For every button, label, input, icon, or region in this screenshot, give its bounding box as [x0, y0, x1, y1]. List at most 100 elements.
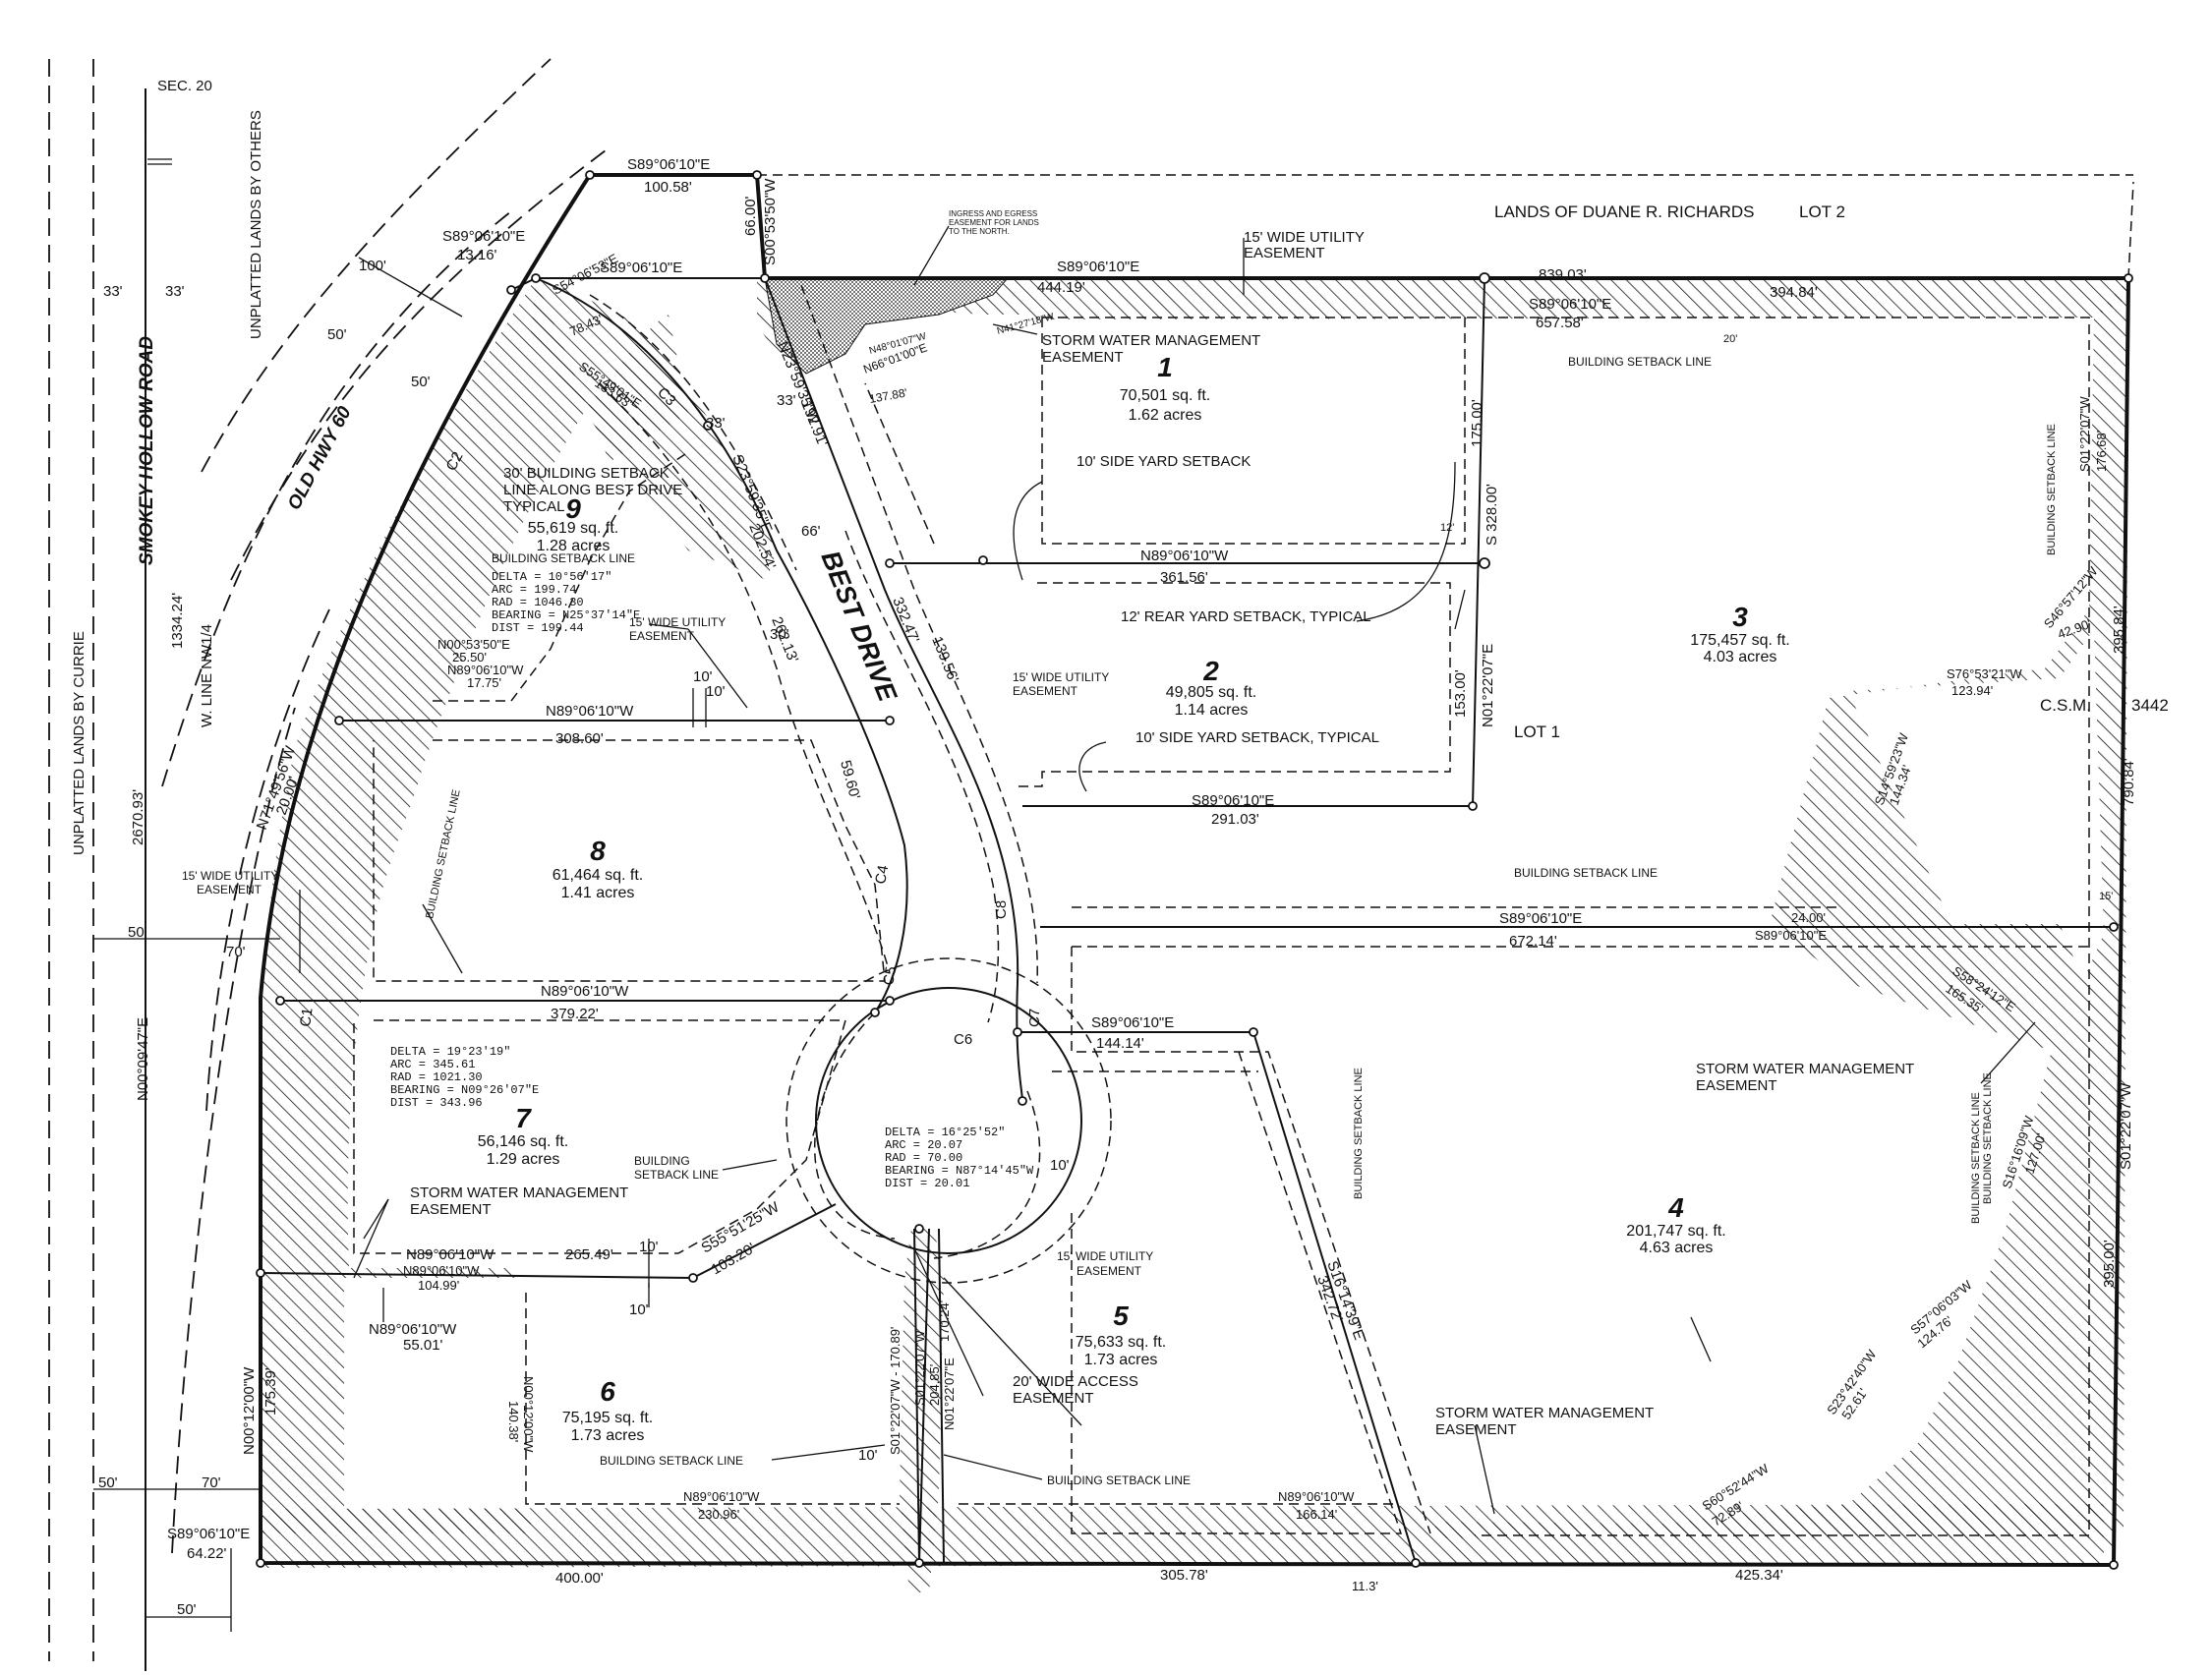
sec-label: SEC. 20: [157, 78, 212, 94]
svg-text:S01°22'07"W: S01°22'07"W: [2077, 396, 2092, 472]
svg-text:230.96': 230.96': [698, 1507, 739, 1522]
svg-text:N89°06'10"W: N89°06'10"W: [541, 983, 629, 1000]
util-cul-1: 15' WIDE UTILITY: [1057, 1249, 1153, 1263]
svg-text:DIST = 20.01: DIST = 20.01: [885, 1177, 969, 1190]
storm-south-1: STORM WATER MANAGEMENT: [1435, 1405, 1654, 1421]
svg-text:S89°06'10"E: S89°06'10"E: [600, 260, 682, 276]
setback-lot3: BUILDING SETBACK LINE: [2046, 424, 2058, 555]
rear-yard-label: 12' REAR YARD SETBACK, TYPICAL: [1121, 608, 1371, 625]
access-1: 20' WIDE ACCESS: [1013, 1373, 1138, 1390]
svg-text:S89°06'10"E: S89°06'10"E: [442, 228, 525, 245]
svg-text:N89°06'10"W: N89°06'10"W: [683, 1489, 760, 1504]
setback30-3: TYPICAL: [503, 498, 565, 515]
setback-lot5: BUILDING SETBACK LINE: [1353, 1068, 1365, 1199]
svg-text:8: 8: [590, 836, 606, 866]
svg-text:153.00': 153.00': [1452, 669, 1469, 718]
svg-text:S89°06'10"E: S89°06'10"E: [1529, 296, 1611, 313]
util-west-2: EASEMENT: [197, 883, 262, 896]
svg-text:4.63 acres: 4.63 acres: [1640, 1240, 1714, 1256]
svg-text:N89°06'10"W: N89°06'10"W: [546, 703, 634, 720]
storm-easement-north: [757, 278, 2128, 354]
svg-text:DIST = 199.44: DIST = 199.44: [492, 621, 584, 635]
storm-top-2: EASEMENT: [1042, 349, 1124, 366]
util-lot9-1: 15' WIDE UTILITY: [629, 615, 726, 629]
svg-text:104.99': 104.99': [418, 1278, 459, 1293]
svg-text:17.75': 17.75': [467, 675, 501, 690]
lot-4-label: 4 201,747 sq. ft. 4.63 acres: [1626, 1192, 1725, 1256]
util-lot2-1: 15' WIDE UTILITY: [1013, 670, 1109, 684]
svg-text:N00°09'47"E: N00°09'47"E: [135, 1017, 151, 1101]
svg-text:ARC = 20.07: ARC = 20.07: [885, 1138, 962, 1152]
svg-text:1.41 acres: 1.41 acres: [561, 885, 635, 901]
svg-text:175.00': 175.00': [1469, 399, 1485, 447]
svg-text:201,747 sq. ft.: 201,747 sq. ft.: [1626, 1223, 1725, 1240]
access-easement-strip: [900, 1229, 944, 1592]
svg-text:425.34': 425.34': [1735, 1567, 1783, 1584]
svg-text:S89°06'10"E: S89°06'10"E: [167, 1526, 250, 1542]
svg-text:33': 33': [777, 392, 796, 409]
svg-text:N89°06'10"W: N89°06'10"W: [1140, 548, 1229, 564]
w-line-label: W. LINE NW1/4: [199, 624, 215, 727]
svg-text:7: 7: [515, 1103, 532, 1133]
util-lot9-2: EASEMENT: [629, 629, 695, 643]
svg-text:64.22': 64.22': [187, 1545, 227, 1562]
lot-2-label: 2 49,805 sq. ft. 1.14 acres: [1166, 656, 1257, 719]
storm-easement-lot9: [531, 278, 777, 580]
svg-text:S00°53'50"W: S00°53'50"W: [762, 178, 779, 265]
svg-text:100.58': 100.58': [644, 179, 692, 196]
svg-text:123.94': 123.94': [1951, 683, 1993, 698]
svg-text:S89°06'10"E: S89°06'10"E: [1057, 259, 1139, 275]
svg-text:137.88': 137.88': [868, 385, 908, 406]
curve-c6-table: DELTA = 16°25'52" ARC = 20.07 RAD = 70.0…: [885, 1126, 1034, 1190]
svg-text:55,619 sq. ft.: 55,619 sq. ft.: [528, 520, 619, 537]
setback-lot9: BUILDING SETBACK LINE: [492, 551, 635, 565]
svg-text:33': 33': [103, 283, 123, 300]
old-hwy-label: OLD HWY 60: [284, 403, 356, 513]
csm-label: C.S.M.: [2040, 696, 2091, 715]
svg-text:1.73 acres: 1.73 acres: [1084, 1352, 1158, 1368]
svg-text:N00°12'00"W: N00°12'00"W: [241, 1366, 258, 1455]
svg-text:33': 33': [706, 415, 726, 432]
svg-text:15': 15': [2099, 891, 2113, 902]
svg-text:672.14': 672.14': [1509, 933, 1557, 950]
svg-text:N00°12'00"W: N00°12'00"W: [521, 1376, 536, 1453]
svg-text:S76°53'21"W: S76°53'21"W: [1947, 666, 2022, 681]
svg-text:2: 2: [1202, 656, 1219, 686]
svg-text:4: 4: [1667, 1192, 1684, 1223]
setback-lot6: BUILDING SETBACK LINE: [600, 1454, 743, 1468]
svg-text:4.03 acres: 4.03 acres: [1704, 649, 1777, 665]
w-line-total: 2670.93': [130, 789, 146, 845]
side-yard-label: 10' SIDE YARD SETBACK: [1077, 453, 1251, 470]
svg-text:305.78': 305.78': [1160, 1567, 1208, 1584]
lot1-label: LOT 1: [1514, 722, 1560, 741]
svg-text:170.24': 170.24': [937, 1300, 952, 1342]
util-top-1: 15' WIDE UTILITY: [1244, 229, 1365, 246]
svg-text:444.19': 444.19': [1037, 279, 1085, 296]
setback-lot8: BUILDING SETBACK LINE: [424, 788, 463, 919]
svg-text:S 328.00': S 328.00': [1484, 484, 1500, 546]
svg-text:25.50': 25.50': [452, 650, 487, 665]
ingress-line-1: INGRESS AND EGRESS: [949, 209, 1037, 218]
setback-lot3b: BUILDING SETBACK LINE: [1982, 1072, 1994, 1204]
storm-south-2: EASEMENT: [1435, 1421, 1517, 1438]
storm-east-1: STORM WATER MANAGEMENT: [1696, 1061, 1914, 1077]
lot-5-label: 5 75,633 sq. ft. 1.73 acres: [1076, 1300, 1167, 1368]
lot-labels: 1 70,501 sq. ft. 1.62 acres 2 49,805 sq.…: [478, 352, 1790, 1444]
svg-text:RAD = 70.00: RAD = 70.00: [885, 1151, 962, 1165]
svg-text:395.00': 395.00': [2101, 1240, 2118, 1288]
svg-text:50': 50': [98, 1474, 118, 1491]
svg-text:192.91': 192.91': [797, 398, 831, 449]
setback-lines: [353, 317, 2090, 1536]
util-west-1: 15' WIDE UTILITY: [182, 869, 278, 883]
svg-text:S89°06'10"E: S89°06'10"E: [627, 156, 710, 173]
svg-text:166.14': 166.14': [1296, 1507, 1337, 1522]
svg-text:59.60': 59.60': [837, 759, 863, 802]
svg-text:N01°22'07"E: N01°22'07"E: [942, 1358, 957, 1430]
svg-text:N01°22'07"E: N01°22'07"E: [1480, 644, 1496, 727]
svg-text:49,805 sq. ft.: 49,805 sq. ft.: [1166, 684, 1257, 701]
svg-text:BEARING = N09°26'07"E: BEARING = N09°26'07"E: [390, 1083, 539, 1097]
svg-text:S89°06'10"E: S89°06'10"E: [1499, 910, 1582, 927]
svg-text:1.62 acres: 1.62 acres: [1129, 407, 1202, 424]
svg-text:S01°22'07"W: S01°22'07"W: [2118, 1082, 2134, 1170]
lot-7-label: 7 56,146 sq. ft. 1.29 acres: [478, 1103, 569, 1168]
